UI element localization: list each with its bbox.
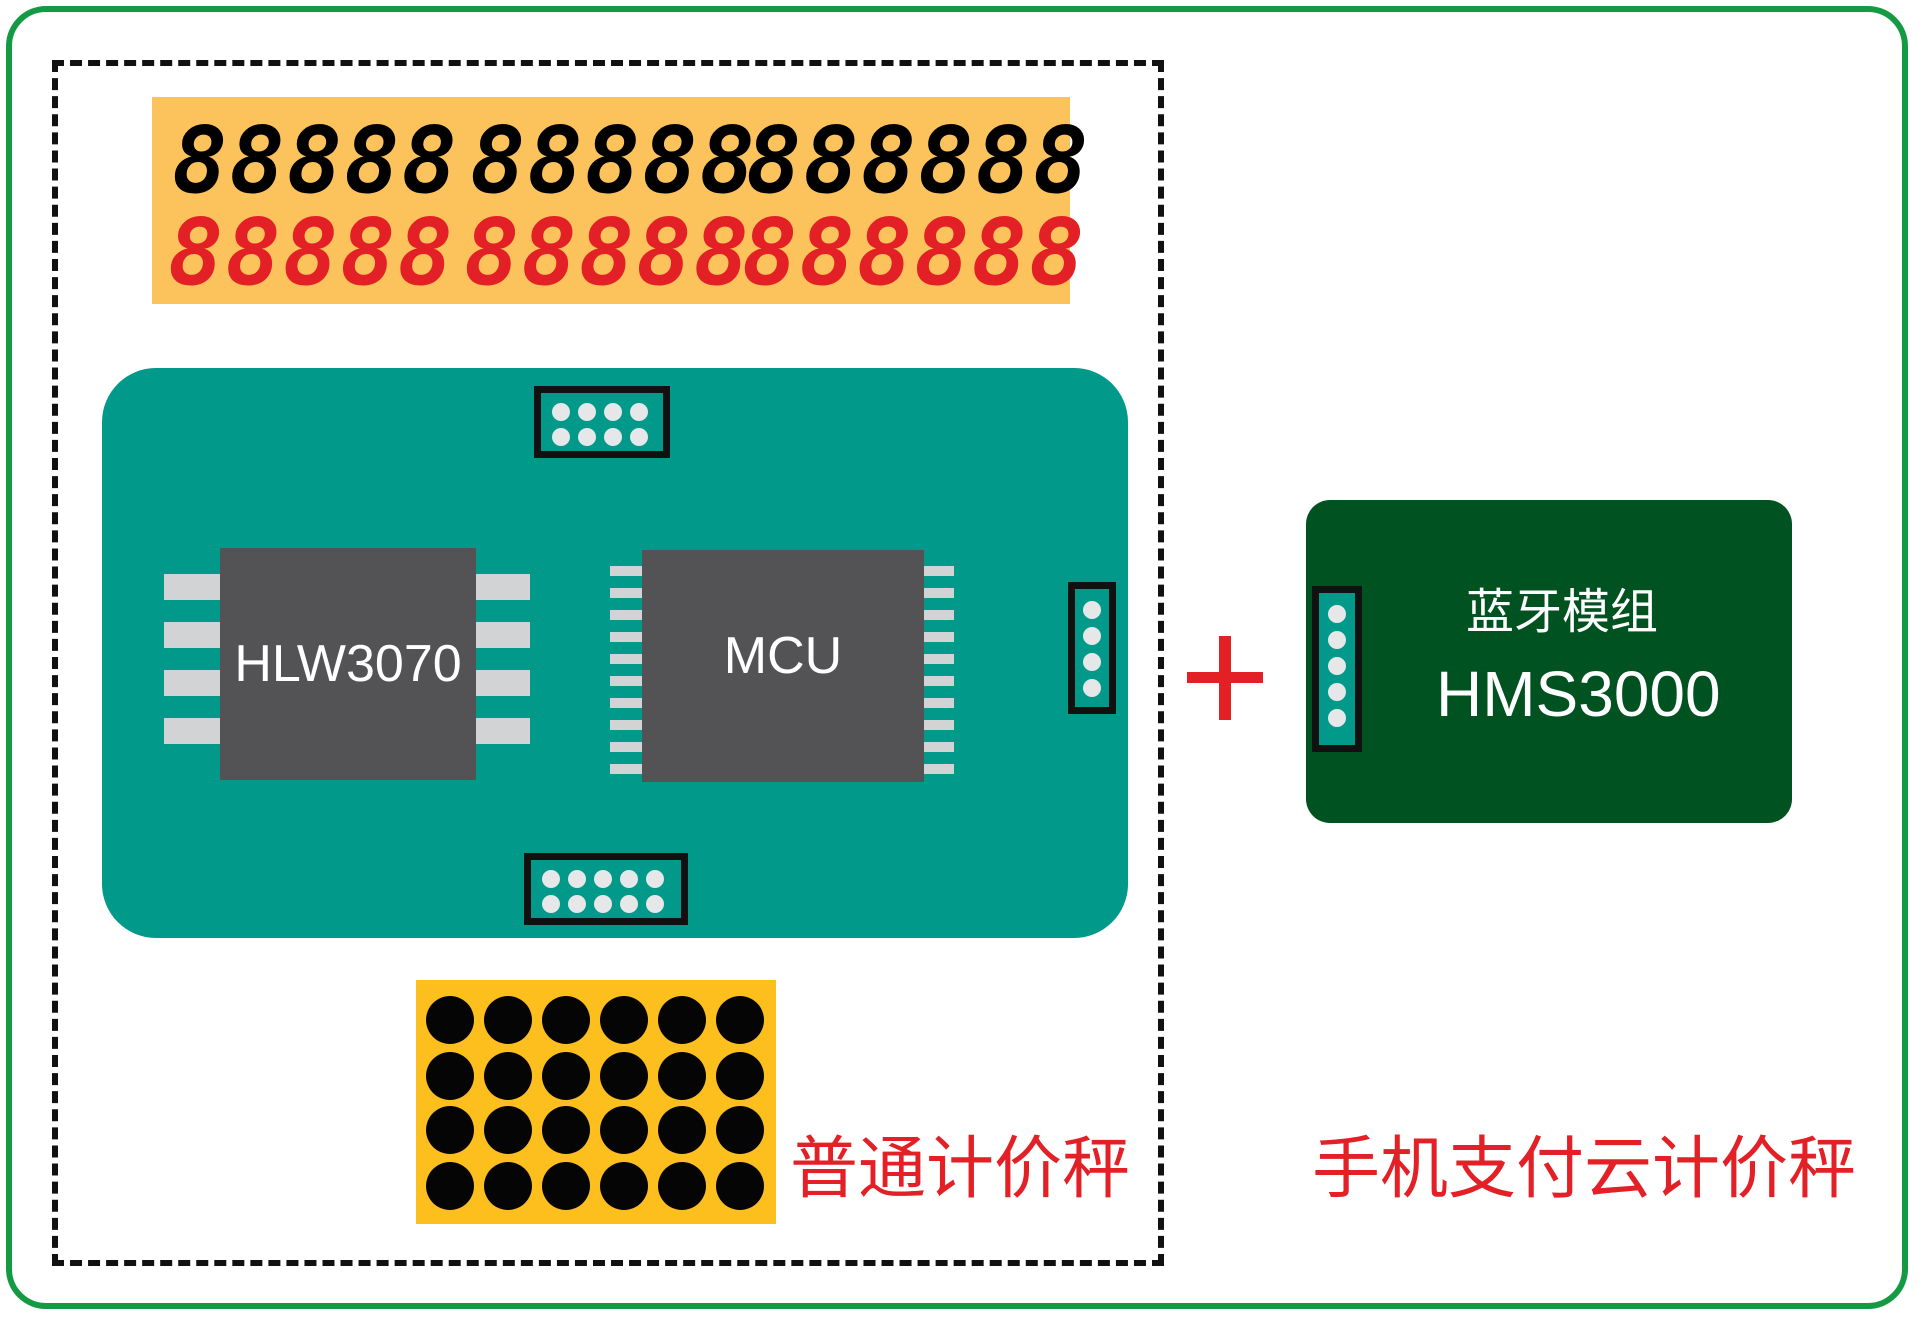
bluetooth-pin-header xyxy=(1312,586,1362,752)
bottom-pin-header xyxy=(524,853,688,925)
display-red-group-2: 88888 xyxy=(464,199,751,306)
right-pin-header xyxy=(1068,582,1116,714)
bluetooth-module-title: 蓝牙模组 xyxy=(1466,584,1659,640)
display-black-group-3: 888888 xyxy=(746,107,1091,214)
plus-icon xyxy=(1187,636,1263,720)
display-red-group-3: 888888 xyxy=(742,199,1087,306)
display-red-group-1: 88888 xyxy=(168,199,455,306)
ordinary-scale-boundary xyxy=(52,60,1164,1266)
bluetooth-module: 蓝牙模组 HMS3000 xyxy=(1306,500,1792,823)
keypad xyxy=(416,980,776,1224)
bluetooth-module-model: HMS3000 xyxy=(1436,658,1721,730)
hlw3070-chip: HLW3070 xyxy=(220,548,476,780)
main-circuit-board: HLW3070 MCU xyxy=(102,368,1128,938)
top-pin-header xyxy=(534,386,670,458)
mcu-chip: MCU xyxy=(642,550,924,782)
display-black-group-1: 88888 xyxy=(172,107,459,214)
mcu-chip-label: MCU xyxy=(723,627,843,685)
seven-segment-display: 88888 88888 888888 88888 88888 888888 xyxy=(152,97,1088,306)
cloud-scale-label: 手机支付云计价秤 xyxy=(1312,1130,1857,1209)
hlw3070-chip-label: HLW3070 xyxy=(234,635,462,693)
display-black-group-2: 88888 xyxy=(470,107,757,214)
outer-frame xyxy=(6,6,1908,1309)
ordinary-scale-label: 普通计价秤 xyxy=(790,1130,1131,1209)
